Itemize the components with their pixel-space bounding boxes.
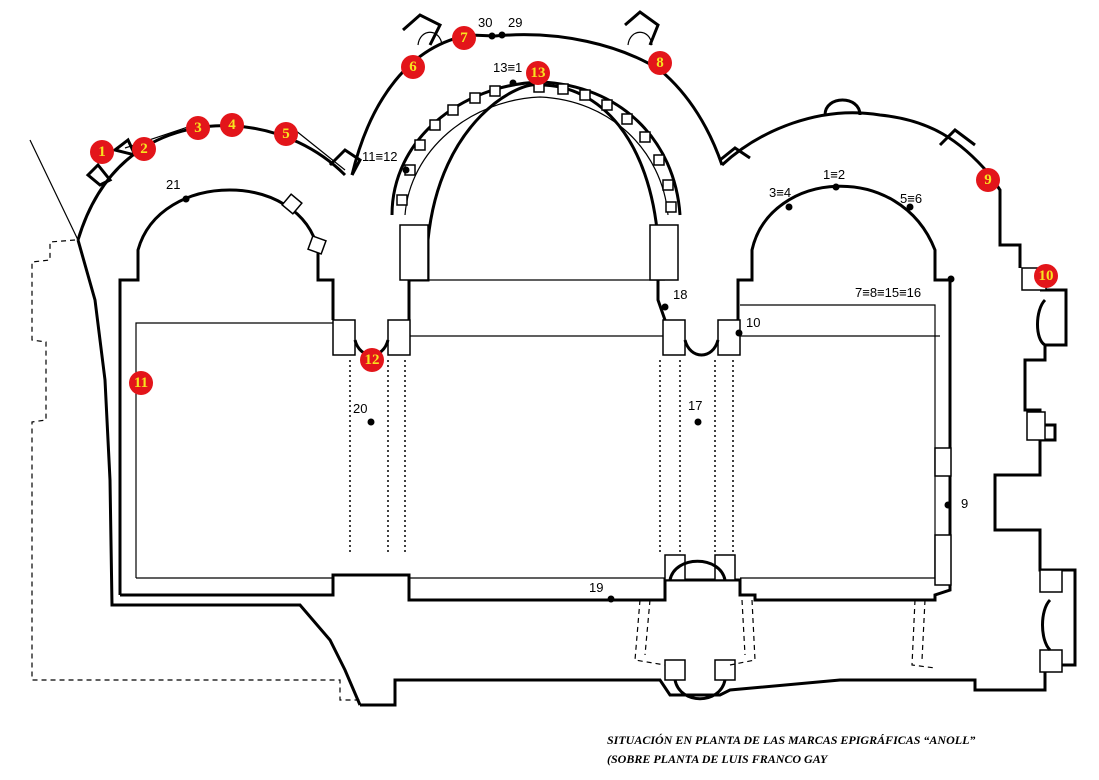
svg-text:10: 10 [1039,268,1054,284]
mark-10: 10 [1034,264,1058,288]
point-label-3: 3≡4 [769,185,791,200]
svg-text:13: 13 [531,65,546,81]
point-label-1: 1≡2 [823,167,845,182]
point-label-13: 13≡1 [493,60,522,75]
point-label-10: 10 [746,315,760,330]
svg-text:5: 5 [282,126,290,142]
svg-text:4: 4 [228,117,236,133]
mark-1: 1 [90,140,114,164]
piers [281,193,1063,681]
svg-text:9: 9 [984,172,992,188]
point-label-21: 21 [166,177,180,192]
site-boundary [29,139,362,701]
mark-6: 6 [401,55,425,79]
point-label-17: 17 [688,398,702,413]
point-label-5: 5≡6 [900,191,922,206]
survey-points [182,31,955,603]
caption-line-1: SITUACIÓN EN PLANTA DE LAS MARCAS EPIGRÁ… [607,733,976,747]
mark-12: 12 [360,348,384,372]
point-label-30: 30 [478,15,492,30]
svg-text:11: 11 [134,375,148,391]
lateral-chapels [634,599,936,669]
epigraphic-marks: 1 2 3 4 5 6 7 8 9 10 11 12 13 [90,26,1058,395]
mark-13: 13 [526,61,550,85]
mark-9: 9 [976,168,1000,192]
interior-walls [118,83,952,602]
point-label-19: 19 [589,580,603,595]
exterior-walls [76,33,1077,707]
svg-text:2: 2 [140,141,148,157]
mark-5: 5 [274,122,298,146]
point-label-29: 29 [508,15,522,30]
arcade-projection-lines [349,360,734,552]
mark-2: 2 [132,137,156,161]
svg-text:6: 6 [409,59,417,75]
mark-4: 4 [220,113,244,137]
svg-text:8: 8 [656,55,664,71]
point-label-18: 18 [673,287,687,302]
svg-text:12: 12 [365,352,380,368]
mark-11: 11 [129,371,153,395]
point-label-20: 20 [353,401,367,416]
mark-8: 8 [648,51,672,75]
point-label-7: 7≡8≡15≡16 [855,285,921,300]
svg-text:1: 1 [98,144,106,160]
svg-text:3: 3 [194,120,202,136]
caption-line-2: (SOBRE PLANTA DE LUIS FRANCO GAY [607,752,828,766]
point-labels: 30 29 13≡1 11≡12 21 1≡2 3≡4 5≡6 7≡8≡15≡1… [166,15,968,595]
apse-column-ring [390,80,682,216]
svg-text:7: 7 [460,30,468,46]
mark-3: 3 [186,116,210,140]
point-label-11: 11≡12 [362,149,398,164]
point-label-9: 9 [961,496,968,511]
mark-7: 7 [452,26,476,50]
